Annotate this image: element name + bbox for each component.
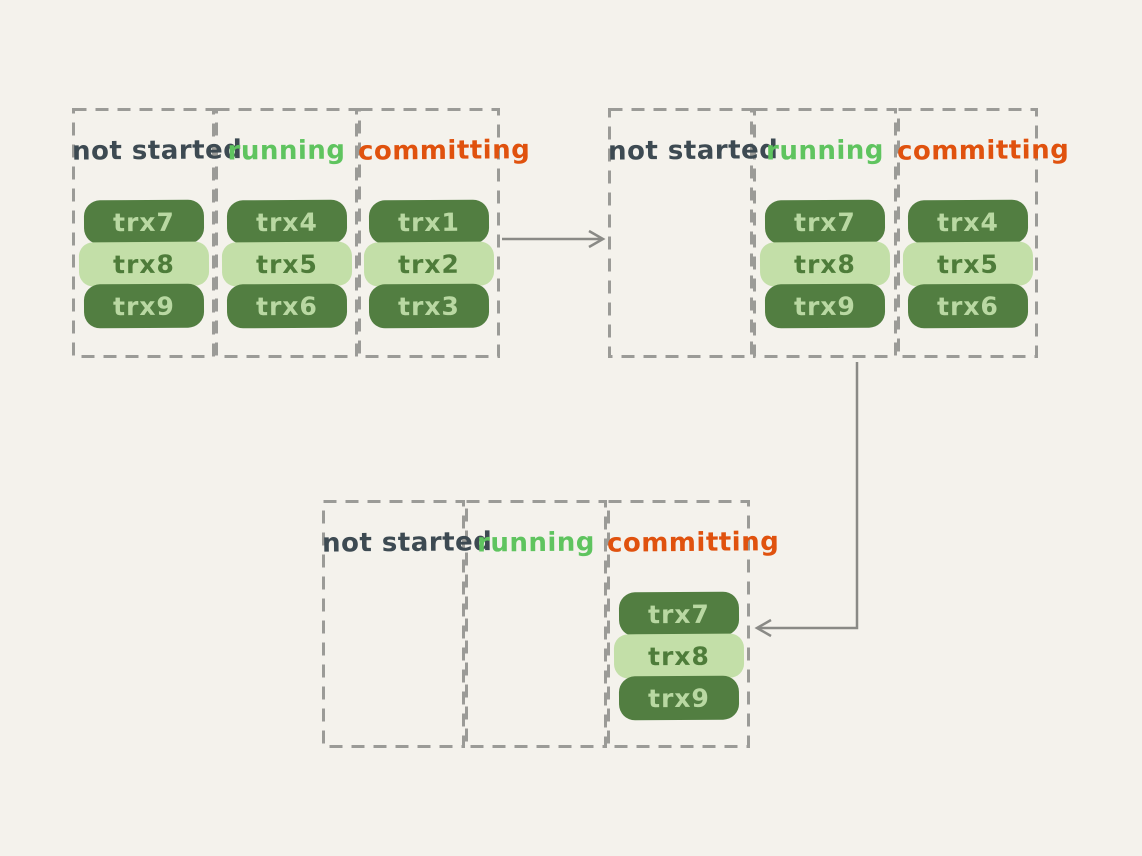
state-box-not-started: [608, 108, 753, 358]
transaction-pill: trx3: [368, 283, 490, 329]
column-label-committing: committing: [896, 135, 1070, 167]
arrowhead-right-icon: [588, 229, 606, 249]
transaction-pill: trx5: [902, 241, 1033, 287]
transaction-pill: trx4: [226, 199, 347, 245]
arrowhead-left-icon: [754, 618, 772, 638]
state-column-not-started: not started: [321, 500, 493, 748]
transaction-pill: trx8: [759, 241, 891, 287]
transaction-pill: trx7: [83, 199, 204, 245]
transaction-pill: trx2: [363, 241, 495, 287]
state-box-running: [753, 108, 897, 358]
state-box-committing: [897, 108, 1038, 358]
state-box-committing: [607, 500, 750, 748]
connector-arrow-line: [757, 362, 859, 630]
state-box-not-started: [322, 500, 465, 748]
transaction-pill: trx5: [221, 241, 352, 287]
transaction-pill: trx4: [907, 199, 1028, 245]
column-label-not-started: not started: [321, 527, 493, 559]
transaction-pill: trx1: [368, 199, 490, 245]
column-label-not-started: not started: [71, 135, 243, 167]
transaction-pill: trx8: [78, 241, 209, 287]
column-label-committing: committing: [606, 527, 780, 559]
column-label-running: running: [765, 135, 885, 167]
state-box-not-started: [72, 108, 215, 358]
state-box-running: [215, 108, 358, 358]
state-box-committing: [358, 108, 500, 358]
column-label-committing: committing: [357, 135, 531, 167]
transaction-pill: trx9: [764, 283, 886, 329]
state-column-running: running: [465, 500, 607, 748]
transaction-pill: trx7: [618, 591, 739, 637]
transaction-pill: trx9: [83, 283, 204, 329]
column-label-not-started: not started: [607, 135, 779, 167]
state-box-running: [465, 500, 607, 748]
transaction-pill: trx8: [613, 633, 744, 679]
column-label-running: running: [227, 135, 346, 167]
state-column-not-started: not started: [607, 108, 779, 358]
transaction-pill: trx9: [618, 675, 739, 721]
transaction-pill: trx7: [764, 199, 886, 245]
transaction-pill: trx6: [907, 283, 1028, 329]
column-label-running: running: [476, 527, 596, 559]
transaction-pill: trx6: [226, 283, 347, 329]
